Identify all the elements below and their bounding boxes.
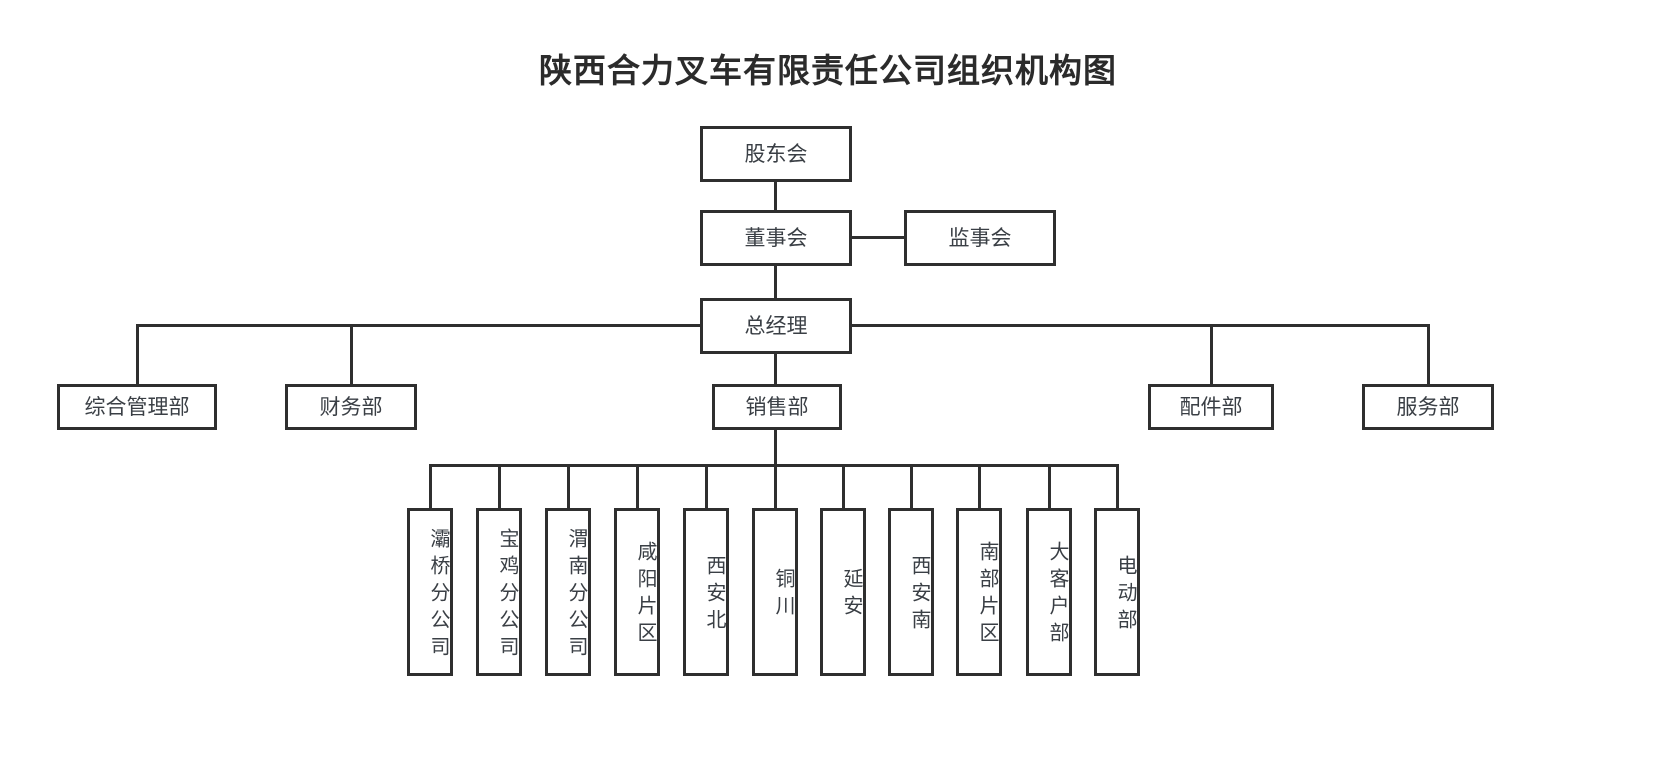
node-department-general-admin[interactable]: 综合管理部 xyxy=(57,384,217,430)
connector-drop-unit-10 xyxy=(1116,464,1119,508)
connector-drop-unit-6 xyxy=(842,464,845,508)
connector-sales-to-bus xyxy=(774,430,777,464)
node-department-finance[interactable]: 财务部 xyxy=(285,384,417,430)
connector-drop-service xyxy=(1427,324,1430,384)
connector-drop-parts xyxy=(1210,324,1213,384)
connector-drop-general-admin xyxy=(136,324,139,384)
node-sales-unit-xianyang[interactable]: 咸阳片区 xyxy=(614,508,660,676)
connector-drop-unit-0 xyxy=(429,464,432,508)
node-sales-unit-xian-south[interactable]: 西安南 xyxy=(888,508,934,676)
connector-shareholders-to-board xyxy=(774,182,777,210)
connector-drop-unit-4 xyxy=(705,464,708,508)
node-sales-unit-yanan[interactable]: 延安 xyxy=(820,508,866,676)
connector-drop-unit-2 xyxy=(567,464,570,508)
connector-drop-unit-5 xyxy=(774,464,777,508)
node-sales-unit-xian-north[interactable]: 西安北 xyxy=(683,508,729,676)
connector-drop-unit-7 xyxy=(910,464,913,508)
connector-drop-unit-9 xyxy=(1048,464,1051,508)
node-sales-unit-south-region[interactable]: 南部片区 xyxy=(956,508,1002,676)
connector-gm-bus-right xyxy=(850,324,1430,327)
connector-sales-bus xyxy=(429,464,1118,467)
node-general-manager[interactable]: 总经理 xyxy=(700,298,852,354)
node-department-parts[interactable]: 配件部 xyxy=(1148,384,1274,430)
node-board-of-directors[interactable]: 董事会 xyxy=(700,210,852,266)
connector-board-to-gm xyxy=(774,266,777,298)
node-sales-unit-baoji[interactable]: 宝鸡分公司 xyxy=(476,508,522,676)
connector-drop-unit-3 xyxy=(636,464,639,508)
node-sales-unit-weinan[interactable]: 渭南分公司 xyxy=(545,508,591,676)
page-title: 陕西合力叉车有限责任公司组织机构图 xyxy=(539,52,1117,89)
node-department-sales[interactable]: 销售部 xyxy=(712,384,842,430)
connector-board-to-supervisors xyxy=(852,236,904,239)
connector-drop-sales xyxy=(774,354,777,384)
node-sales-unit-baqiao[interactable]: 灞桥分公司 xyxy=(407,508,453,676)
node-department-service[interactable]: 服务部 xyxy=(1362,384,1494,430)
connector-drop-unit-1 xyxy=(498,464,501,508)
node-board-of-supervisors[interactable]: 监事会 xyxy=(904,210,1056,266)
node-sales-unit-key-accounts[interactable]: 大客户部 xyxy=(1026,508,1072,676)
connector-drop-finance xyxy=(350,324,353,384)
connector-drop-unit-8 xyxy=(978,464,981,508)
node-sales-unit-electric[interactable]: 电动部 xyxy=(1094,508,1140,676)
node-shareholders[interactable]: 股东会 xyxy=(700,126,852,182)
connector-gm-bus-left xyxy=(136,324,702,327)
node-sales-unit-tongchuan[interactable]: 铜川 xyxy=(752,508,798,676)
